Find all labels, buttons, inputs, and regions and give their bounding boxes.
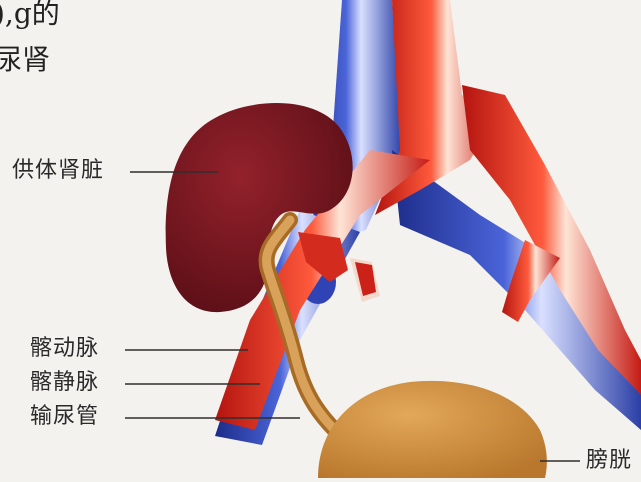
label-ureter: 输尿管	[30, 406, 99, 428]
label-bladder: 膀胱	[586, 450, 632, 472]
header-line-2: 尿肾	[0, 46, 50, 74]
bladder-shape	[318, 381, 547, 478]
label-donor-kidney: 供体肾脏	[12, 160, 104, 182]
label-iliac-vein: 髂静脉	[30, 372, 99, 394]
label-iliac-artery: 髂动脉	[30, 338, 99, 360]
header-line-1: ),g的	[0, 0, 60, 28]
